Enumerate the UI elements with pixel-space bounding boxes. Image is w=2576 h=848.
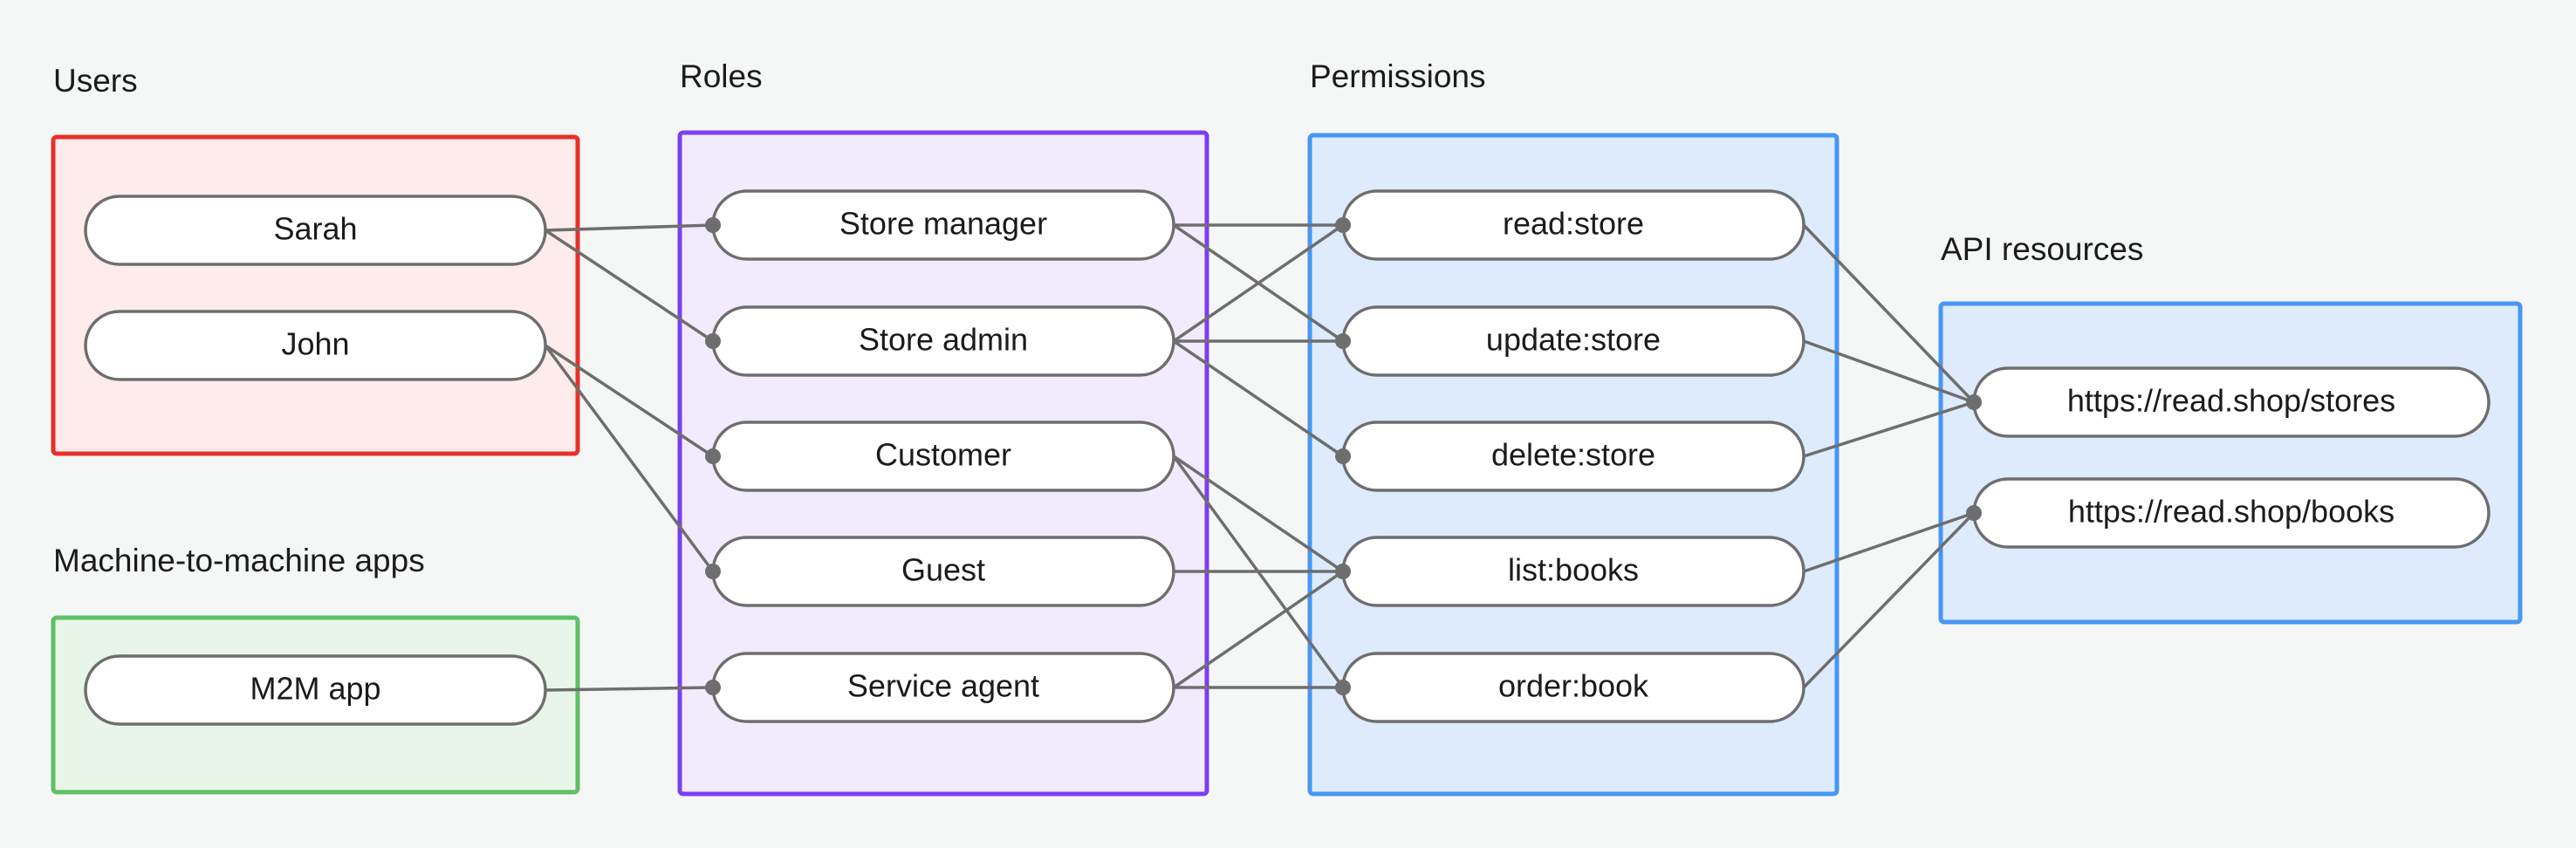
- edge-endpoint-dot-res-stores: [1966, 394, 1982, 410]
- edge-list-books-to-res-books: [1803, 511, 1975, 573]
- node-res-books[interactable]: https://read.shop/books: [1972, 477, 2490, 549]
- node-service[interactable]: Service agent: [711, 652, 1175, 723]
- edge-endpoint-dot-delete-store: [1335, 448, 1351, 464]
- edge-sarah-to-store-admin: [545, 229, 714, 343]
- node-sarah[interactable]: Sarah: [84, 195, 547, 266]
- edge-sarah-to-store-mgr: [545, 223, 714, 232]
- node-update-store[interactable]: update:store: [1341, 305, 1805, 377]
- node-label-store-admin: Store admin: [859, 322, 1028, 358]
- node-label-delete-store: delete:store: [1491, 437, 1655, 473]
- edge-endpoint-dot-update-store: [1335, 333, 1351, 349]
- edge-john-to-guest: [544, 344, 715, 573]
- node-label-res-stores: https://read.shop/stores: [2067, 383, 2395, 419]
- node-shape-john[interactable]: [84, 310, 547, 381]
- node-m2m-app[interactable]: M2M app: [84, 654, 547, 726]
- edge-endpoint-dot-customer: [705, 448, 721, 464]
- node-res-stores[interactable]: https://read.shop/stores: [1972, 366, 2490, 438]
- edge-delete-store-to-res-stores: [1803, 400, 1975, 458]
- edge-endpoint-dot-order-book: [1335, 680, 1351, 695]
- node-guest[interactable]: Guest: [711, 536, 1175, 607]
- node-label-john: John: [281, 326, 349, 362]
- node-john[interactable]: John: [84, 310, 547, 381]
- node-delete-store[interactable]: delete:store: [1341, 421, 1805, 492]
- edge-store-admin-to-delete-store: [1173, 339, 1344, 458]
- node-read-store[interactable]: read:store: [1341, 189, 1805, 261]
- edge-endpoint-dot-res-books: [1966, 505, 1982, 521]
- edge-endpoint-dots-layer: [705, 217, 1982, 695]
- edge-m2m-app-to-service: [545, 686, 714, 692]
- edge-customer-to-list-books: [1173, 455, 1344, 573]
- node-label-res-books: https://read.shop/books: [2068, 494, 2394, 530]
- node-store-mgr[interactable]: Store manager: [711, 189, 1175, 261]
- node-shape-sarah[interactable]: [84, 195, 547, 266]
- edge-update-store-to-res-stores: [1803, 339, 1975, 404]
- node-label-list-books: list:books: [1508, 552, 1639, 588]
- edge-store-admin-to-read-store: [1173, 223, 1344, 343]
- group-label-users: Users: [53, 63, 138, 99]
- edge-endpoint-dot-store-admin: [705, 333, 721, 349]
- edge-endpoint-dot-guest: [705, 564, 721, 579]
- node-label-order-book: order:book: [1498, 668, 1649, 704]
- edge-order-book-to-res-books: [1802, 511, 1976, 689]
- edge-endpoint-dot-read-store: [1335, 217, 1351, 233]
- group-box-users: [51, 134, 580, 456]
- group-box-api: [1938, 301, 2523, 625]
- node-shape-m2m-app[interactable]: [84, 654, 547, 726]
- node-label-m2m-app: M2M app: [250, 671, 380, 707]
- edge-endpoint-dot-list-books: [1335, 564, 1351, 579]
- edge-endpoint-dot-store-mgr: [705, 217, 721, 233]
- node-label-update-store: update:store: [1486, 322, 1661, 358]
- edge-endpoint-dot-service: [705, 680, 721, 695]
- node-label-store-mgr: Store manager: [839, 206, 1047, 242]
- group-label-m2m: Machine-to-machine apps: [53, 543, 425, 578]
- group-label-api: API resources: [1941, 231, 2143, 267]
- node-label-read-store: read:store: [1503, 206, 1644, 242]
- edge-service-to-list-books: [1173, 570, 1344, 689]
- node-label-sarah: Sarah: [273, 211, 357, 247]
- node-order-book[interactable]: order:book: [1341, 652, 1805, 723]
- node-label-service: Service agent: [847, 668, 1039, 704]
- group-label-roles: Roles: [680, 58, 763, 94]
- node-label-customer: Customer: [875, 437, 1011, 473]
- edges-layer: [544, 223, 1976, 692]
- edge-john-to-customer: [545, 344, 714, 458]
- node-label-guest: Guest: [901, 552, 985, 588]
- group-label-permissions: Permissions: [1310, 58, 1486, 94]
- node-list-books[interactable]: list:books: [1341, 536, 1805, 607]
- edge-read-store-to-res-stores: [1802, 223, 1976, 404]
- node-customer[interactable]: Customer: [711, 421, 1175, 492]
- node-store-admin[interactable]: Store admin: [711, 305, 1175, 377]
